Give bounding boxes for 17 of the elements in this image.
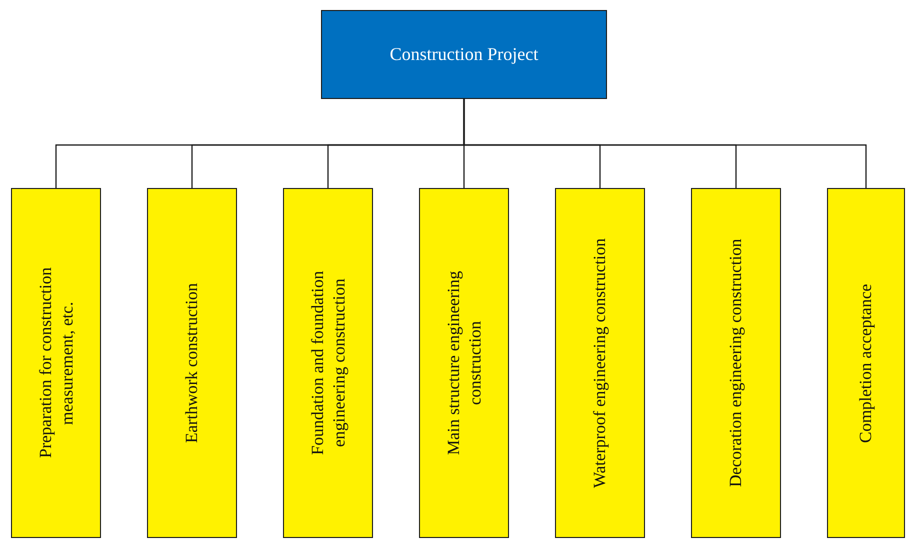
box-label: Earthwork construction	[181, 282, 202, 446]
box-label: Foundation and foundation engineering construction	[306, 270, 350, 458]
box-label: Waterproof engineering construction	[589, 238, 610, 488]
phase-box	[11, 188, 101, 538]
root-box	[321, 10, 607, 99]
box-label: Construction Project	[390, 44, 538, 65]
connector-line	[463, 99, 867, 188]
phase-box	[827, 188, 905, 538]
phase-box	[555, 188, 645, 538]
box-label: Completion acceptance	[855, 282, 876, 445]
phase-box	[419, 188, 509, 538]
box-label: Preparation for construction measurement, etc.	[34, 266, 77, 460]
phase-box	[691, 188, 781, 538]
phase-box	[283, 188, 373, 538]
phase-box	[147, 188, 237, 538]
box-label: Main structure engineering construction	[442, 270, 485, 458]
box-label: Decoration engineering construction	[725, 238, 746, 488]
